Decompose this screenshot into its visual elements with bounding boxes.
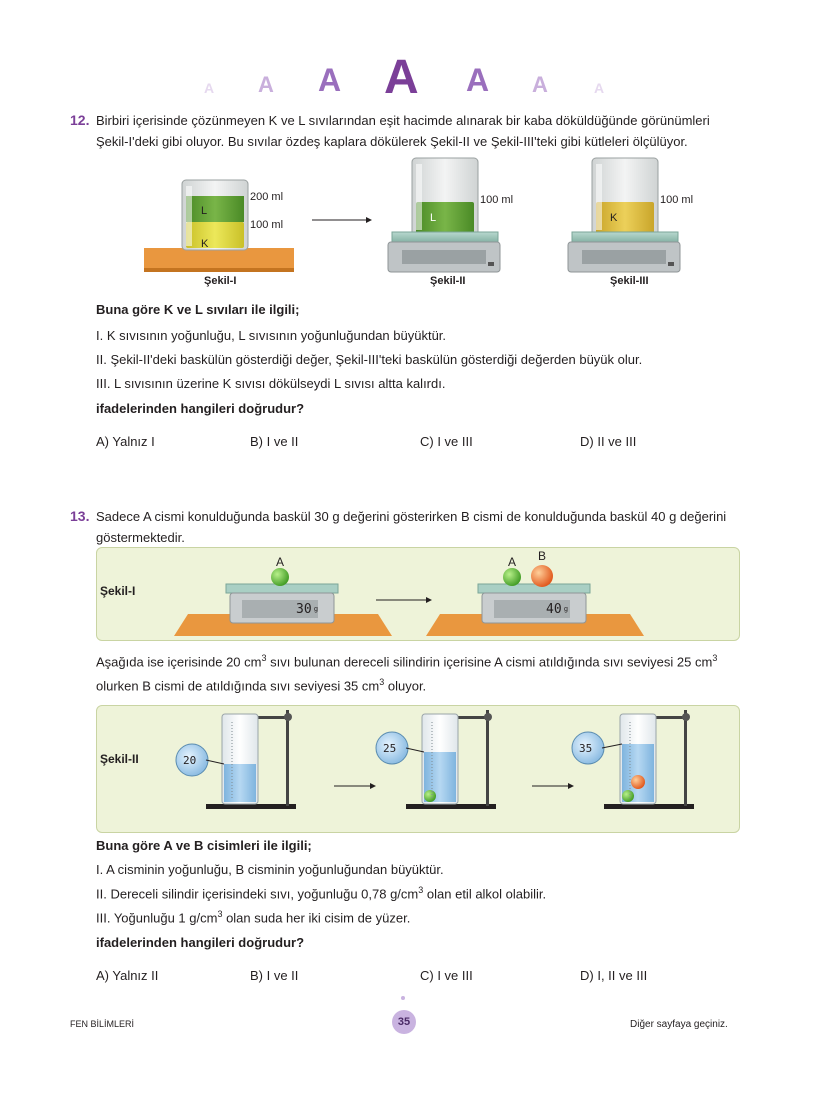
table-top — [426, 614, 644, 636]
object-label-a: A — [276, 555, 285, 569]
scale-unit: g — [564, 606, 568, 613]
scale-plate — [391, 231, 499, 243]
page-number: 35 — [397, 1016, 411, 1028]
q13-fig1 — [174, 565, 644, 636]
header-letter: A — [384, 51, 419, 104]
header-letter: A — [594, 80, 605, 96]
object-b — [631, 775, 645, 789]
answer-option-b[interactable]: B) I ve II — [250, 434, 299, 449]
scale-unit: g — [314, 606, 318, 613]
question-lead: Buna göre A ve B cisimleri ile ilgili; — [96, 838, 312, 853]
answer-option-b[interactable]: B) I ve II — [250, 968, 299, 983]
liquid-l — [186, 196, 244, 222]
object-b — [531, 565, 553, 587]
cylinder-set-2 — [375, 710, 496, 809]
figure-caption: Şekil-III — [610, 275, 649, 287]
answer-option-c[interactable]: C) I ve III — [420, 434, 473, 449]
liquid-label: K — [201, 238, 209, 250]
statement-item: I. A cisminin yoğunluğu, B cisminin yoğu… — [96, 862, 444, 877]
scale-plate — [571, 231, 679, 243]
question-text-line: Sadece A cismi konulduğunda baskül 30 g … — [96, 509, 727, 524]
page-number-badge: 35 — [392, 1010, 416, 1034]
header-letter: A — [258, 72, 274, 97]
question-prompt: ifadelerinden hangileri doğrudur? — [96, 935, 305, 950]
object-label-a: A — [508, 555, 517, 569]
figure-caption: Şekil-I — [100, 584, 136, 598]
header-letter: A — [318, 62, 342, 98]
table-top — [174, 614, 392, 636]
object-label-b: B — [538, 549, 547, 563]
liquid-label: L — [430, 212, 437, 224]
page-dots — [401, 996, 405, 1000]
scale-plate — [477, 583, 591, 594]
statement-item: II. Dereceli silindir içerisindeki sıvı,… — [96, 885, 547, 902]
volume-label: 100 ml — [480, 194, 514, 206]
figure-caption: Şekil-II — [100, 752, 139, 766]
scale-display — [494, 600, 570, 618]
footer-subject: FEN BİLİMLERİ — [70, 1019, 135, 1029]
object-a — [503, 568, 521, 586]
question-number: 13. — [70, 508, 90, 524]
statement-item: III. L sıvısının üzerine K sıvısı döküls… — [96, 376, 446, 391]
volume-label: 100 ml — [250, 219, 284, 231]
statement-item: II. Şekil-II'deki baskülün gösterdiği de… — [96, 352, 643, 367]
paragraph: Aşağıda ise içerisinde 20 cm3 sıvı bulun… — [96, 648, 756, 697]
question-text: Birbiri içerisinde çözünmeyen K ve L sıv… — [96, 110, 756, 152]
header-letter: A — [532, 72, 548, 97]
statement-item: I. K sıvısının yoğunluğu, L sıvısının yo… — [96, 328, 447, 343]
question-lead: Buna göre K ve L sıvıları ile ilgili; — [96, 302, 300, 317]
question-text: Sadece A cismi konulduğunda baskül 30 g … — [96, 506, 756, 548]
header-letter: A — [204, 80, 215, 96]
cylinder-set-1 — [175, 710, 296, 809]
cylinder-reading: 25 — [383, 742, 397, 755]
statement-item: III. Yoğunluğu 1 g/cm3 olan suda her iki… — [96, 909, 411, 926]
answer-option-c[interactable]: C) I ve III — [420, 968, 473, 983]
scale-reading: 40 — [546, 602, 562, 617]
paragraph-line: Aşağıda ise içerisinde 20 cm3 sıvı bulun… — [96, 653, 718, 670]
object-a — [424, 790, 436, 802]
object-a — [271, 568, 289, 586]
figure-caption: Şekil-II — [430, 275, 466, 287]
question-text-line: Birbiri içerisinde çözünmeyen K ve L sıv… — [96, 113, 710, 128]
cylinder-set-3 — [571, 710, 694, 809]
answer-option-d[interactable]: D) II ve III — [580, 434, 637, 449]
scale-display — [242, 600, 318, 618]
cylinder-reading: 35 — [579, 742, 593, 755]
q13-fig2 — [175, 710, 694, 809]
header-letter: A — [466, 62, 490, 98]
question-text-line: göstermektedir. — [96, 530, 185, 545]
volume-label: 100 ml — [660, 194, 694, 206]
volume-label: 200 ml — [250, 191, 284, 203]
answer-option-a[interactable]: A) Yalnız I — [96, 434, 155, 449]
object-a — [622, 790, 634, 802]
liquid-l — [416, 202, 474, 234]
liquid-k — [186, 222, 244, 248]
scale-reading: 30 — [296, 602, 312, 617]
question-text-line: Şekil-I'deki gibi oluyor. Bu sıvılar özd… — [96, 134, 688, 149]
question-number: 12. — [70, 112, 90, 128]
paragraph-line: olurken B cismi de atıldığında sıvı sevi… — [96, 677, 427, 694]
liquid-label: K — [610, 212, 618, 224]
liquid-label: L — [201, 205, 208, 217]
footer-next: Diğer sayfaya geçiniz. — [630, 1019, 728, 1030]
figure-caption: Şekil-I — [204, 275, 237, 287]
liquid-k — [596, 202, 654, 234]
answer-option-d[interactable]: D) I, II ve III — [580, 968, 648, 983]
answer-option-a[interactable]: A) Yalnız II — [96, 968, 159, 983]
cylinder-reading: 20 — [183, 754, 197, 767]
q12-figure — [144, 157, 681, 273]
question-prompt: ifadelerinden hangileri doğrudur? — [96, 401, 305, 416]
